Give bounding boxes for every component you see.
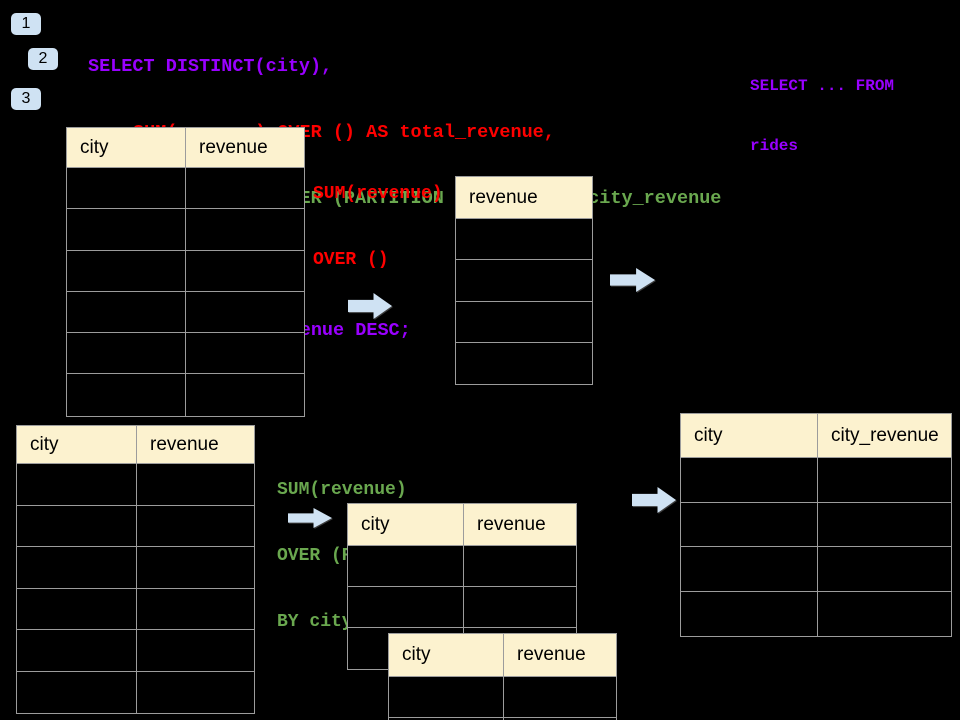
table-row <box>17 547 254 589</box>
label-line: SUM(revenue) <box>313 184 443 204</box>
label-line: SUM(revenue) <box>277 480 407 500</box>
table-row <box>681 591 951 636</box>
table-partition-overlay: city revenue <box>388 633 617 720</box>
table-row <box>67 333 304 375</box>
column-header-revenue: revenue <box>477 513 546 535</box>
table-row <box>17 588 254 630</box>
table-row <box>456 343 592 384</box>
table-row <box>389 677 616 718</box>
table-total-revenue-result: revenue <box>455 176 593 386</box>
right-arrow-icon <box>610 268 655 292</box>
table-row <box>17 464 254 506</box>
table-row <box>67 168 304 210</box>
table-row <box>389 718 616 720</box>
label-line: OVER () <box>313 250 389 270</box>
table-row <box>67 250 304 292</box>
column-header-revenue: revenue <box>469 186 538 208</box>
column-header-revenue: revenue <box>517 644 586 665</box>
column-header-city: city <box>681 414 818 457</box>
table-row <box>348 546 576 587</box>
table-row <box>681 502 951 547</box>
right-arrow-icon <box>348 293 392 319</box>
column-header-revenue: revenue <box>150 433 219 455</box>
step-badge-1: 1 <box>11 13 41 35</box>
table-row <box>456 302 592 343</box>
right-arrow-icon <box>632 487 676 513</box>
column-header-city: city <box>348 504 464 545</box>
side-note-line-2: rides <box>750 137 799 155</box>
column-header-city: city <box>67 128 186 167</box>
table-header-row: city revenue <box>17 426 254 464</box>
label-sum-over-total: SUM(revenue) OVER () <box>313 139 443 315</box>
column-header-revenue: revenue <box>199 136 268 158</box>
column-header-city: city <box>389 634 504 676</box>
table-row <box>17 505 254 547</box>
table-row <box>348 587 576 628</box>
column-header-city-revenue: city_revenue <box>831 424 939 446</box>
step-badge-3: 3 <box>11 88 41 110</box>
table-header-row: city revenue <box>389 634 616 677</box>
table-row <box>17 671 254 713</box>
table-city-revenue-result: city city_revenue <box>680 413 952 637</box>
table-row <box>681 458 951 503</box>
table-row <box>67 209 304 251</box>
table-rides-source-bottom: city revenue <box>16 425 255 714</box>
side-note-line-1: SELECT ... FROM <box>750 77 895 95</box>
table-row <box>67 374 304 416</box>
table-header-row: city revenue <box>348 504 576 546</box>
table-rides-source-top: city revenue <box>66 127 305 417</box>
side-note-select-from-rides: SELECT ... FROM rides <box>750 36 894 196</box>
table-header-row: city city_revenue <box>681 414 951 458</box>
right-arrow-icon <box>288 508 332 528</box>
table-row <box>456 219 592 261</box>
table-header-row: revenue <box>456 177 592 219</box>
table-header-row: city revenue <box>67 128 304 168</box>
table-row <box>456 260 592 302</box>
column-header-city: city <box>17 426 137 463</box>
step-badge-2: 2 <box>28 48 58 70</box>
table-row <box>17 630 254 672</box>
sql-line-select: SELECT DISTINCT(city), <box>88 56 333 77</box>
table-row <box>67 291 304 334</box>
table-row <box>681 547 951 592</box>
